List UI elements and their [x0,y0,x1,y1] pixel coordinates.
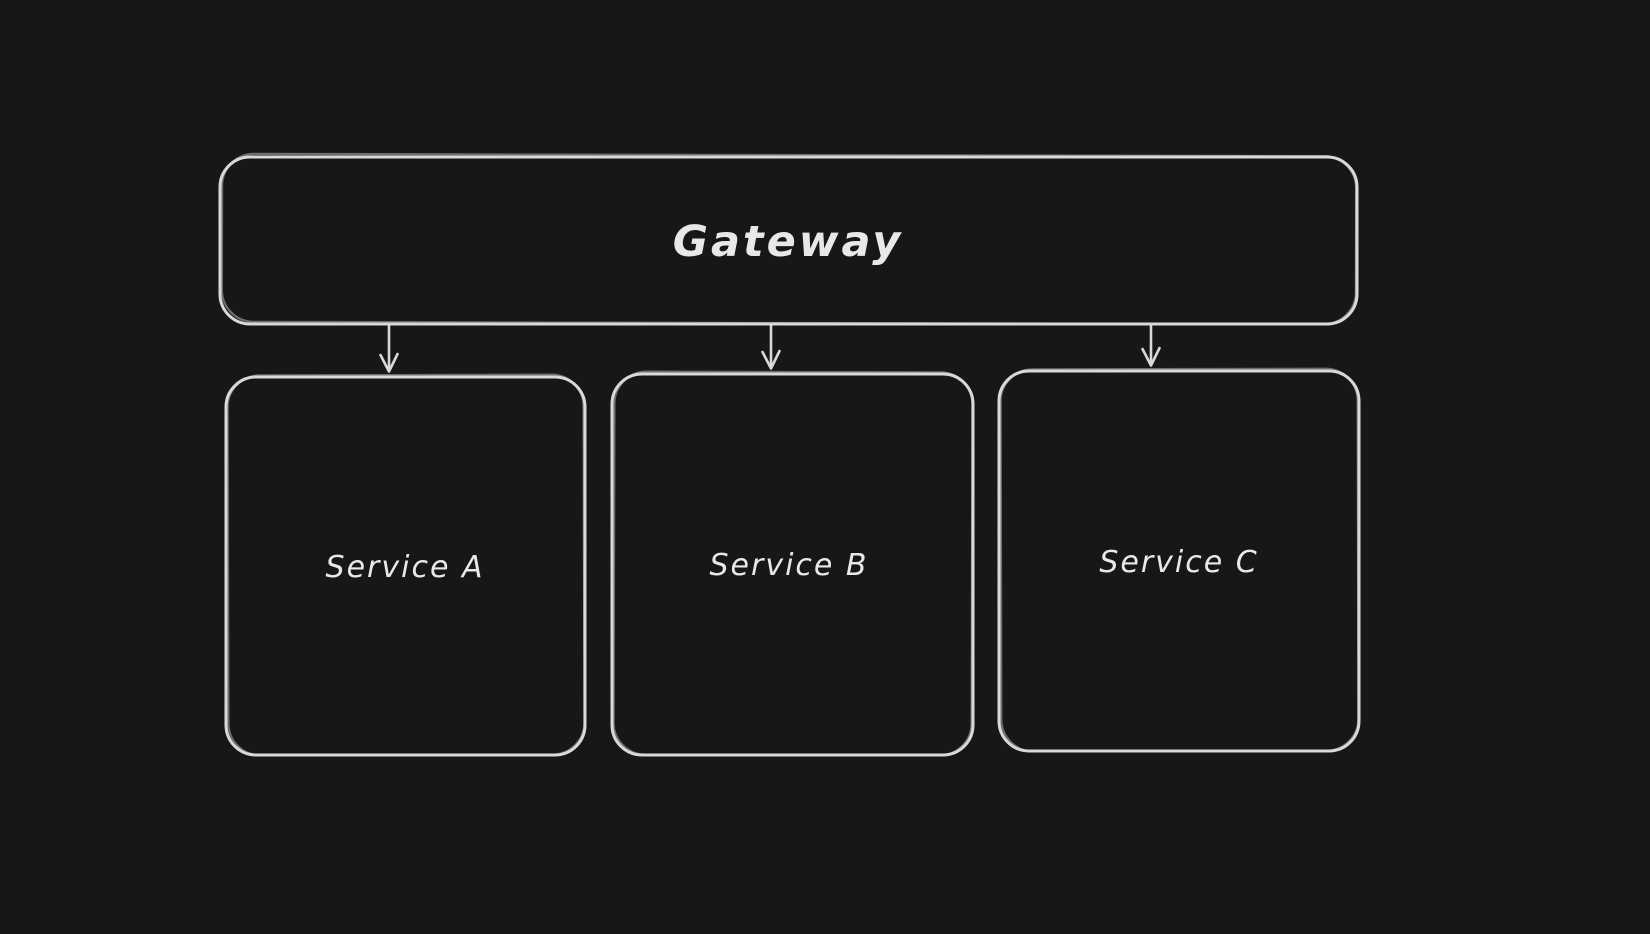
node-service-b: Service B [610,370,975,757]
edge-gateway-service-a [379,323,399,373]
service-b-box-overdraw [612,370,974,757]
service-b-box [610,372,975,757]
gateway-label: Gateway [673,217,903,267]
edge-a-arrowhead-icon [379,352,399,373]
edge-b-arrowhead-icon [761,349,781,370]
edge-gateway-service-c [1141,323,1161,367]
gateway-box [218,155,1359,326]
service-a-box-overdraw [226,373,586,757]
node-service-c: Service C [997,367,1361,753]
node-gateway: Gateway [218,152,1359,326]
service-a-box [224,375,587,757]
service-a-label: Service A [326,550,485,585]
service-c-box [997,369,1361,753]
node-service-a: Service A [224,373,587,757]
gateway-box-overdraw [220,152,1358,326]
service-b-label: Service B [710,548,869,583]
edge-c-arrowhead-icon [1141,346,1161,367]
service-c-box-overdraw [999,367,1360,753]
edge-gateway-service-b [761,323,781,370]
service-c-label: Service C [1099,545,1258,580]
